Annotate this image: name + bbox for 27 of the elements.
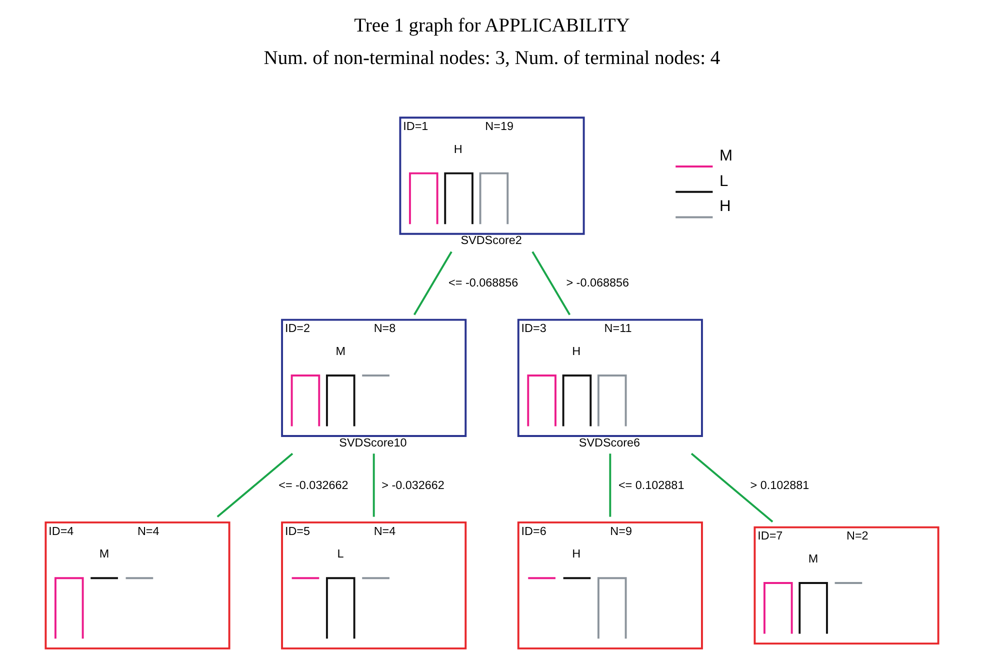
edge-label: <= -0.068856: [448, 276, 518, 290]
node-box: ID=6 N=9 H: [516, 521, 702, 650]
edge-label: > -0.068856: [566, 276, 629, 290]
node-box: ID=5 N=4 L: [280, 521, 466, 650]
node-box: ID=4 N=4 M: [44, 521, 230, 650]
edge-label: <= -0.032662: [278, 478, 348, 492]
node-box: ID=7 N=2 M: [753, 526, 939, 645]
label: Num. of non-terminal nodes: 3, Num. of terminal nodes: 4: [263, 48, 720, 69]
node-box: ID=2 N=8 M: [280, 318, 466, 437]
edge-label: > -0.032662: [381, 478, 444, 492]
diagram-title: Tree 1 graph for APPLICABILITY: [354, 16, 630, 37]
node-label: SVDScore2: [460, 234, 522, 248]
connector: [608, 454, 611, 517]
node-box: ID=1 N=19 H: [398, 116, 584, 235]
legend-label: M: [719, 147, 732, 164]
connector: [531, 251, 570, 316]
legend-label: H: [719, 198, 730, 216]
edge-label: <= 0.102881: [618, 478, 684, 492]
connector: [372, 454, 374, 517]
node-box: ID=3 N=11 H: [516, 318, 702, 437]
edge-label: > 0.102881: [750, 478, 809, 492]
legend-label: L: [719, 172, 728, 190]
connector: [412, 251, 452, 316]
connector: [690, 452, 773, 523]
node-label: SVDScore6: [578, 436, 640, 450]
node-label: SVDScore10: [338, 436, 406, 450]
connector: [216, 452, 293, 518]
